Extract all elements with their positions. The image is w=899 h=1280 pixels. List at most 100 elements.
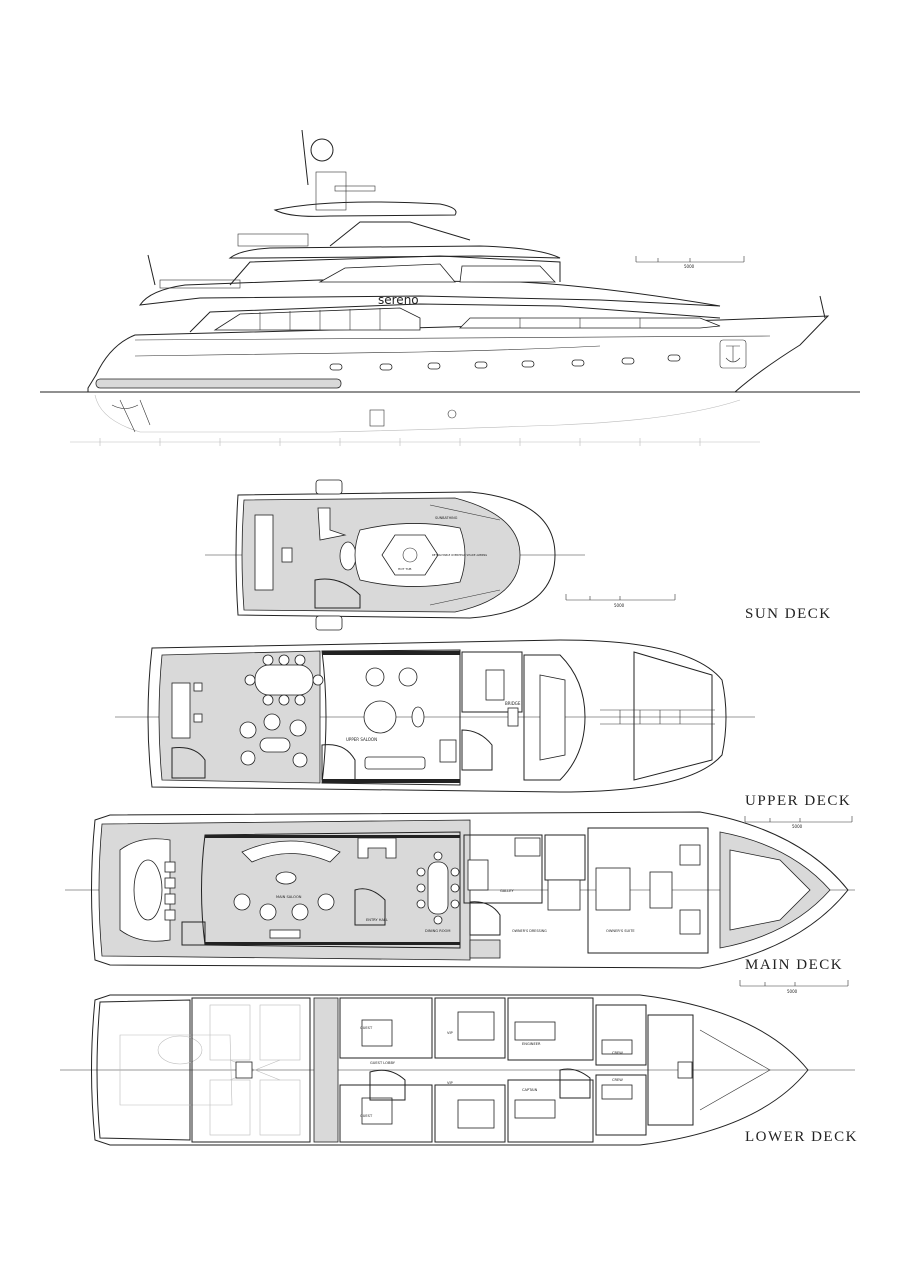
forepeak-line	[699, 1029, 771, 1111]
chain-locker	[677, 1061, 693, 1079]
lower-deck-title: LOWER DECK	[745, 1129, 858, 1145]
crew-bunk-stbd	[601, 1084, 633, 1100]
svg-text:GUEST: GUEST	[360, 1026, 373, 1030]
crew-stair	[559, 1068, 591, 1099]
svg-text:GUEST LOBBY: GUEST LOBBY	[370, 1061, 396, 1065]
foredeck-lounge	[729, 849, 811, 931]
main-deck-outline	[91, 811, 849, 969]
galley-counter	[467, 859, 489, 891]
main-wall-bottom	[205, 942, 460, 945]
foredeck-grid	[600, 709, 715, 725]
yacht-name-label: sereno	[378, 293, 419, 307]
crew-bunk-port	[601, 1039, 633, 1055]
mast	[301, 129, 309, 186]
sun-seating	[317, 507, 347, 541]
sun-vent-port	[315, 479, 343, 495]
guest-bed-port	[361, 1019, 393, 1047]
owners-wardrobe	[547, 879, 581, 911]
profile-view: sereno 5000	[40, 129, 860, 446]
upper-saloon-windows	[318, 263, 456, 283]
sun-deck-overhang	[228, 245, 561, 259]
hot-tub	[381, 534, 439, 576]
svg-text:CREW: CREW	[612, 1051, 623, 1055]
upper-saloon-wall-top	[322, 651, 460, 655]
anchor-icon	[725, 345, 741, 363]
stabilizer	[369, 409, 385, 427]
helm-console	[539, 674, 566, 761]
main-aft-table	[133, 859, 163, 921]
upper-saloon-table	[363, 700, 397, 734]
guest-cabin-stbd	[339, 1084, 433, 1143]
main-superstructure	[189, 303, 721, 333]
svg-text:UPPER SALOON: UPPER SALOON	[346, 737, 377, 742]
upper-deck-plan: UPPER SALOON BRIDGE 5000	[115, 639, 853, 829]
engineer-cabin	[507, 997, 594, 1061]
upper-saloon-cabinet	[439, 739, 457, 763]
hot-tub-drain-icon	[402, 547, 418, 563]
upper-crew-stair	[461, 729, 493, 771]
svg-text:VIP: VIP	[447, 1081, 454, 1085]
radome-icon	[310, 138, 334, 162]
flag-staff	[147, 254, 156, 286]
owners-suite-walls	[587, 827, 709, 954]
sun-scale-bar: 5000	[565, 594, 676, 608]
captain-cabin	[507, 1079, 594, 1143]
awning-track	[429, 504, 501, 606]
sun-vent-stbd	[315, 615, 343, 631]
engine-room-hatch	[235, 1061, 253, 1079]
svg-text:5000: 5000	[792, 824, 803, 829]
upper-dining-table	[254, 664, 314, 696]
upper-stool-1	[193, 682, 203, 692]
upper-bar	[171, 682, 191, 739]
main-dining-table	[427, 861, 449, 915]
upper-stair-aft	[171, 747, 206, 779]
tender-garage	[96, 999, 191, 1141]
svg-text:GALLEY: GALLEY	[500, 889, 515, 893]
main-scale-bar: 5000	[739, 980, 849, 994]
bridge-windows	[459, 265, 556, 283]
main-saloon-windows	[213, 307, 421, 331]
hull	[87, 315, 830, 393]
sheer-line	[134, 335, 771, 341]
svg-text:OWNER'S DRESSING: OWNER'S DRESSING	[512, 929, 547, 933]
svg-text:5000: 5000	[684, 264, 695, 269]
upper-deck-outline	[147, 639, 727, 793]
hull-portholes	[329, 354, 681, 371]
main-wall-top	[205, 835, 460, 838]
svg-text:ENTRY HALL: ENTRY HALL	[366, 918, 388, 922]
upper-saloon-wall-bottom	[322, 779, 460, 783]
svg-text:BRIDGE: BRIDGE	[505, 701, 521, 706]
vip-bed-port	[457, 1011, 495, 1041]
svg-text:VIP: VIP	[447, 1031, 454, 1035]
underwater-hull	[94, 394, 741, 433]
hardtop-support	[329, 221, 471, 247]
tender-outline	[119, 1034, 233, 1106]
engineer-bunk	[514, 1021, 556, 1041]
engine-room	[191, 997, 311, 1143]
sun-deck-title: SUN DECK	[745, 606, 832, 622]
owners-bath	[679, 844, 701, 866]
svg-text:CREW: CREW	[612, 1078, 623, 1082]
crew-cabin-stbd	[595, 1074, 647, 1136]
main-saloon-armchairs	[233, 893, 335, 921]
foredeck-panel	[633, 651, 713, 781]
main-dining-chairs	[416, 851, 460, 925]
svg-text:OWNER'S SUITE: OWNER'S SUITE	[606, 929, 635, 933]
vip-cabin-port	[434, 997, 506, 1059]
guest-cabin-port	[339, 997, 433, 1059]
lower-guest-stair	[369, 1069, 406, 1101]
sun-deck-outline	[235, 491, 556, 619]
svg-text:5000: 5000	[614, 603, 625, 608]
main-crew-stair	[469, 901, 501, 936]
upper-dining-chairs	[244, 654, 324, 706]
helm-chair	[507, 707, 519, 727]
lower-deck-outline	[91, 994, 809, 1146]
main-sideboard	[357, 837, 397, 859]
sun-lounge-table	[339, 541, 357, 571]
profile-scale-bar: 5000	[635, 256, 745, 269]
svg-text:5000: 5000	[787, 989, 798, 994]
crew-cabin-port	[595, 1004, 647, 1066]
tender-hull	[157, 1035, 203, 1065]
upper-coffee-table	[259, 737, 291, 753]
